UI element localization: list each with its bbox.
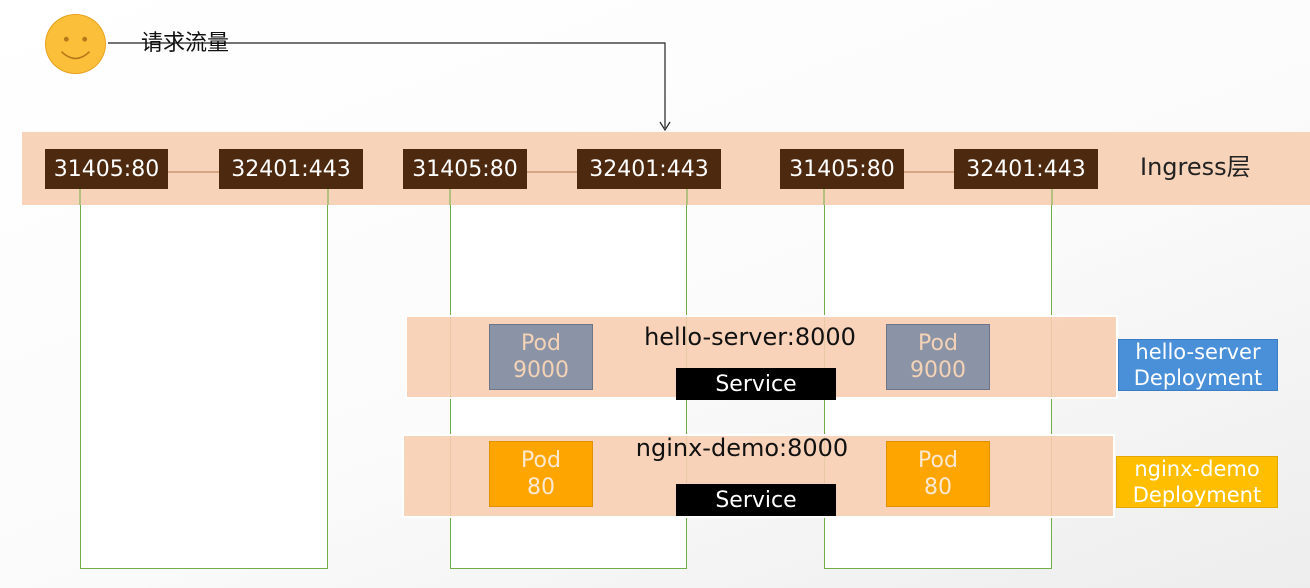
node-1-https-port: 32401:443 [219, 149, 363, 189]
pod-port: 9000 [910, 358, 966, 383]
hello-server-service-box: Service [676, 368, 836, 400]
user-smiley-icon [45, 14, 106, 74]
request-traffic-label: 请求流量 [141, 31, 230, 56]
nginx-demo-service-name: nginx-demo:8000 [635, 434, 849, 462]
ingress-layer-label: Ingress层 [1140, 153, 1251, 181]
pod-port: 80 [924, 475, 952, 500]
hello-server-pod-1: Pod 9000 [489, 324, 593, 390]
pod-title: Pod [918, 331, 958, 356]
node-3-http-port: 31405:80 [780, 149, 904, 189]
hello-server-deployment-label: hello-server Deployment [1118, 339, 1278, 391]
nginx-demo-pod-2: Pod 80 [886, 441, 990, 507]
nginx-demo-service-box: Service [676, 484, 836, 516]
pod-title: Pod [521, 331, 561, 356]
hello-server-pod-2: Pod 9000 [886, 324, 990, 390]
nginx-demo-deployment-label: nginx-demo Deployment [1116, 456, 1278, 508]
pod-port: 80 [527, 475, 555, 500]
nginx-demo-pod-1: Pod 80 [489, 441, 593, 507]
pod-port: 9000 [513, 358, 569, 383]
pod-title: Pod [918, 448, 958, 473]
node-2-http-port: 31405:80 [403, 149, 527, 189]
node-3-https-port: 32401:443 [954, 149, 1098, 189]
node-2-https-port: 32401:443 [577, 149, 721, 189]
pod-title: Pod [521, 448, 561, 473]
hello-server-service-name: hello-server:8000 [644, 323, 856, 351]
request-arrowhead [659, 121, 671, 132]
node-1-http-port: 31405:80 [45, 149, 168, 189]
node-column-1 [80, 189, 328, 569]
